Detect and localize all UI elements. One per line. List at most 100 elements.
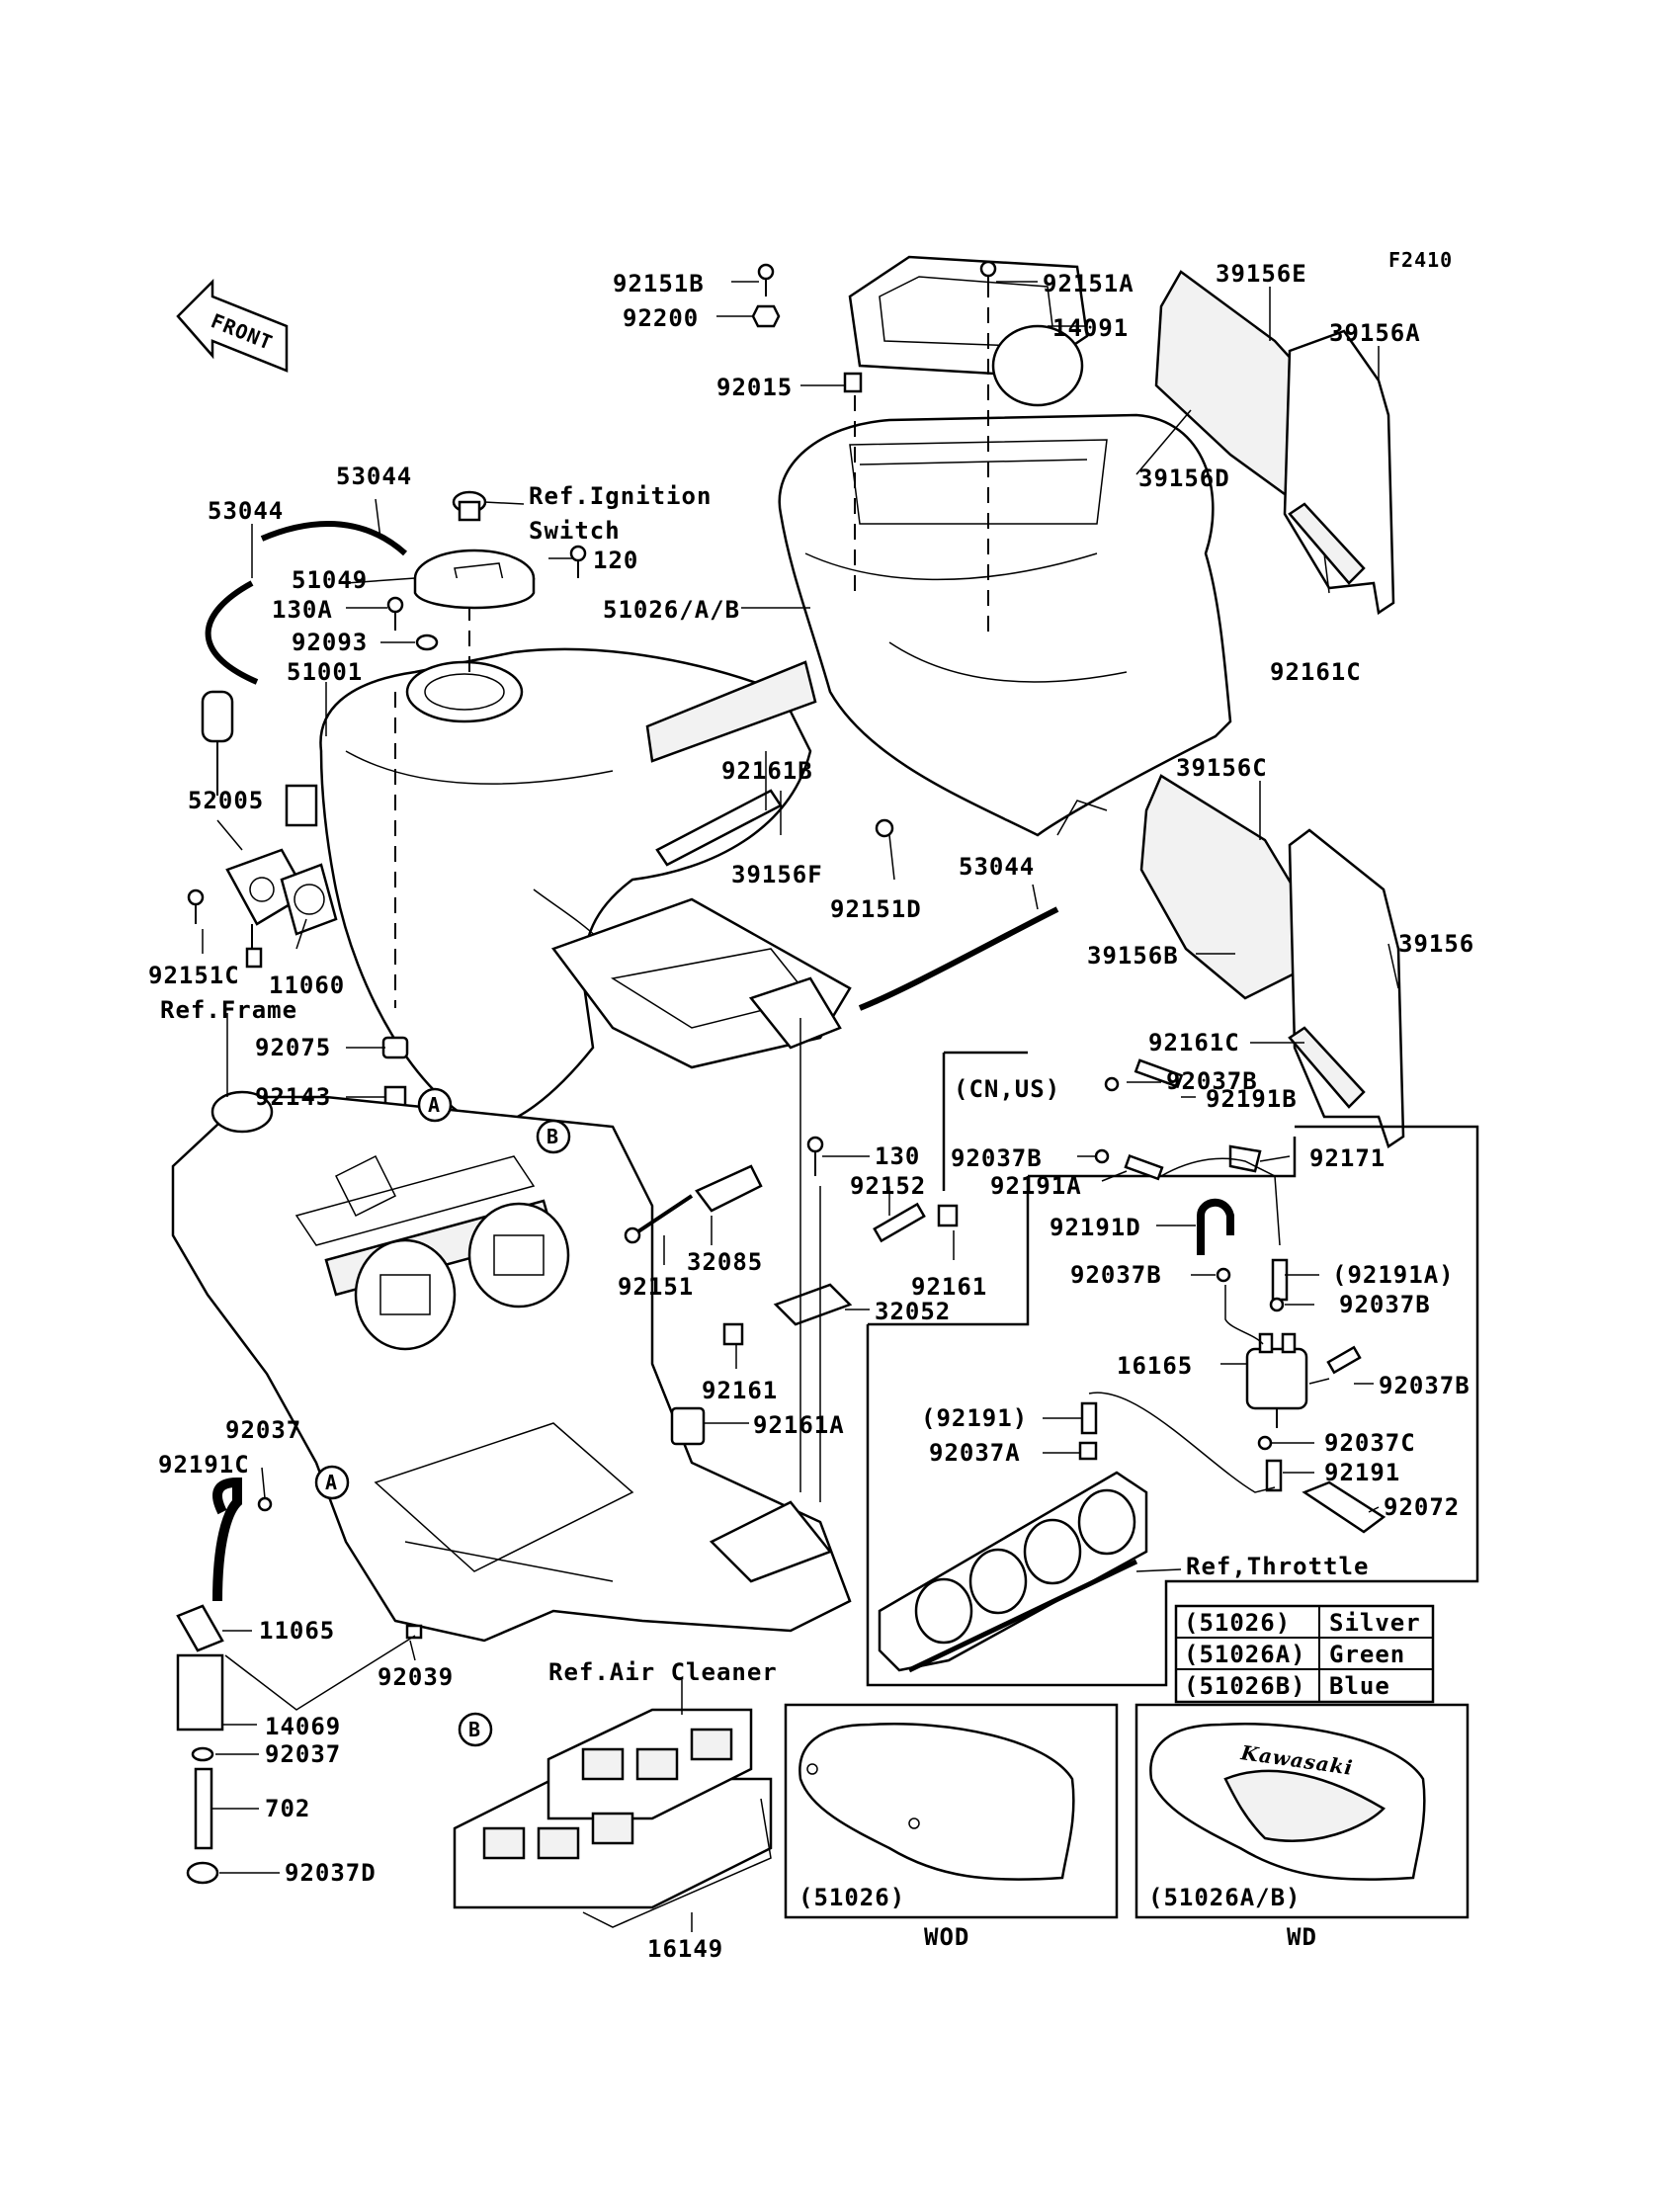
clamp-92037B-a bbox=[1104, 1076, 1120, 1092]
svg-text:A: A bbox=[428, 1093, 441, 1117]
label-92037B-b: 92037B bbox=[951, 1144, 1043, 1172]
label-ref-frame: Ref.Frame bbox=[160, 996, 297, 1024]
color-name-0: Silver bbox=[1329, 1609, 1421, 1637]
color-name-1: Green bbox=[1329, 1641, 1405, 1668]
label-92191C: 92191C bbox=[158, 1451, 250, 1479]
label-92037A: 92037A bbox=[929, 1439, 1021, 1467]
hose-92191D bbox=[1197, 1198, 1234, 1255]
fuel-filter-16165 bbox=[1245, 1332, 1308, 1428]
hose-run-c bbox=[1308, 1378, 1330, 1385]
label-39156E: 39156E bbox=[1216, 260, 1307, 288]
bolt-92151C bbox=[187, 888, 205, 924]
wd-panel: Kawasaki bbox=[1134, 1703, 1470, 1919]
grommet-92161-b bbox=[722, 1322, 744, 1346]
filler-cap-51049 bbox=[413, 549, 536, 610]
label-ref-ignition-switch: Switch bbox=[529, 517, 621, 545]
label-51049: 51049 bbox=[292, 566, 368, 594]
label-ref-ignition: Ref.Ignition bbox=[529, 482, 712, 510]
label-39156A: 39156A bbox=[1329, 319, 1421, 347]
air-cleaner-16149 bbox=[453, 1708, 773, 1928]
label-wd: WD bbox=[1287, 1923, 1317, 1951]
clamp-92037A bbox=[1078, 1441, 1098, 1461]
figure-code: F2410 bbox=[1388, 248, 1453, 272]
label-92161C-mid: 92161C bbox=[1148, 1029, 1240, 1056]
bolt-120 bbox=[569, 545, 587, 578]
label-39156C: 39156C bbox=[1176, 754, 1268, 782]
label-32052: 32052 bbox=[875, 1298, 951, 1325]
label-39156: 39156 bbox=[1398, 930, 1474, 958]
front-arrow-icon: FRONT bbox=[176, 278, 289, 373]
clamp-92037-b bbox=[191, 1746, 214, 1762]
label-wd-caption: (51026A/B) bbox=[1148, 1884, 1302, 1911]
nut-92200 bbox=[751, 304, 781, 328]
svg-text:B: B bbox=[546, 1125, 559, 1148]
clamp-92037B-c bbox=[1216, 1267, 1231, 1283]
container-14069 bbox=[176, 1653, 224, 1732]
hose-92191 bbox=[1265, 1459, 1283, 1492]
label-14069: 14069 bbox=[265, 1713, 341, 1740]
fuel-system-box bbox=[866, 1125, 1479, 1687]
label-130: 130 bbox=[875, 1142, 920, 1170]
hose-92191B bbox=[1134, 1058, 1184, 1089]
frame bbox=[171, 1090, 852, 1643]
label-92191A-paren: (92191A) bbox=[1332, 1261, 1455, 1289]
tube-702 bbox=[194, 1767, 213, 1850]
strip-92161C-top bbox=[1288, 502, 1366, 585]
callout-B-2: B bbox=[458, 1712, 493, 1747]
label-92161-a: 92161 bbox=[911, 1273, 987, 1301]
label-53044-c: 53044 bbox=[959, 853, 1035, 881]
label-16149: 16149 bbox=[647, 1935, 723, 1963]
color-code-1: (51026A) bbox=[1184, 1641, 1306, 1668]
callout-B-1: B bbox=[536, 1119, 571, 1154]
label-130A: 130A bbox=[272, 596, 333, 624]
leader-lines bbox=[202, 281, 1399, 1932]
fuel-system-box-left bbox=[868, 1176, 1030, 1326]
label-14091: 14091 bbox=[1052, 314, 1129, 342]
tank-bracket bbox=[550, 897, 852, 1069]
label-702: 702 bbox=[265, 1795, 310, 1822]
label-92151D: 92151D bbox=[830, 895, 922, 923]
hose-92191-paren bbox=[1080, 1401, 1098, 1435]
label-92151: 92151 bbox=[618, 1273, 694, 1301]
label-92200: 92200 bbox=[623, 304, 699, 332]
label-92015: 92015 bbox=[716, 374, 793, 401]
hose-run-a bbox=[1160, 1157, 1281, 1246]
wod-panel bbox=[784, 1703, 1119, 1919]
drain-guide-line bbox=[224, 1635, 416, 1711]
label-53044-b: 53044 bbox=[208, 497, 284, 525]
bolt-92039 bbox=[405, 1624, 423, 1640]
label-92037D: 92037D bbox=[285, 1859, 377, 1887]
cover-11065 bbox=[176, 1604, 224, 1652]
lid-panel-14091 bbox=[848, 255, 1089, 407]
part-labels: 92151B 92200 92015 92151A 14091 39156E 3… bbox=[148, 260, 1474, 1963]
label-92171: 92171 bbox=[1309, 1144, 1386, 1172]
strip-92161B bbox=[645, 660, 817, 763]
hose-92037B-e bbox=[1326, 1345, 1362, 1375]
bolt-92151 bbox=[624, 1194, 694, 1244]
svg-text:B: B bbox=[468, 1718, 481, 1741]
damper-92075 bbox=[381, 1036, 409, 1059]
gasket-11060 bbox=[280, 863, 338, 936]
label-92037C: 92037C bbox=[1324, 1429, 1416, 1457]
hose-run-b bbox=[1224, 1285, 1264, 1345]
label-wod: WOD bbox=[924, 1923, 969, 1951]
callout-A-1: A bbox=[417, 1087, 453, 1123]
clamp-92037C bbox=[1257, 1435, 1273, 1451]
label-92191-paren: (92191) bbox=[921, 1404, 1028, 1432]
label-cn-us: (CN,US) bbox=[954, 1075, 1060, 1103]
label-92037B-a: 92037B bbox=[1166, 1067, 1258, 1095]
color-code-2: (51026B) bbox=[1184, 1672, 1306, 1700]
label-92191A: 92191A bbox=[990, 1172, 1082, 1200]
bolt-92151B bbox=[757, 263, 775, 296]
label-92037: 92037 bbox=[225, 1416, 301, 1444]
damper-92161A bbox=[670, 1406, 706, 1446]
callout-A-2: A bbox=[314, 1465, 350, 1500]
label-92037B-e: 92037B bbox=[1379, 1372, 1470, 1399]
washer-92093 bbox=[415, 634, 439, 651]
throttle-body bbox=[878, 1471, 1148, 1673]
fuel-pump-52005 bbox=[201, 690, 318, 969]
label-51026AB: 51026/A/B bbox=[603, 596, 740, 624]
label-92151C: 92151C bbox=[148, 962, 240, 989]
